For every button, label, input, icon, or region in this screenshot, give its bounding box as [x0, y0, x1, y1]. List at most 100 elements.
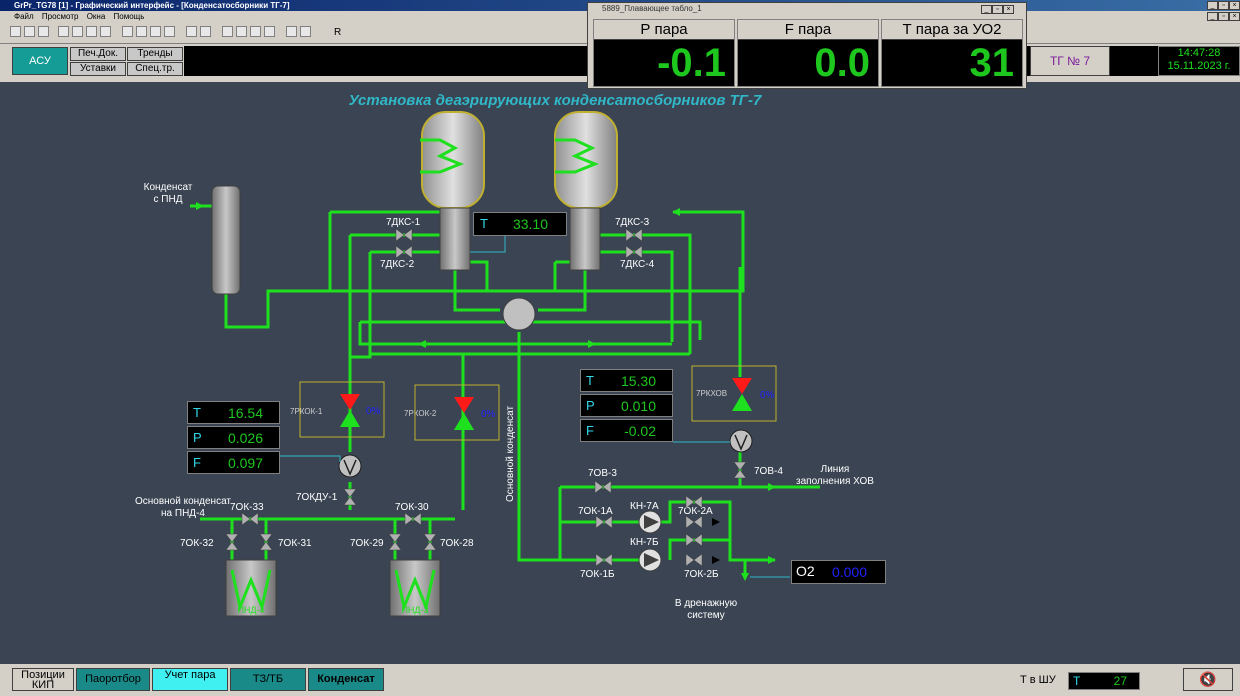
dks1-valve-icon[interactable]	[395, 228, 405, 242]
t-steam-label: Т пара за УО2	[882, 20, 1022, 40]
trends-button[interactable]: Тренды	[127, 47, 183, 61]
hand-icon[interactable]	[24, 26, 35, 37]
label-rkhov: 7РКХОВ	[696, 389, 727, 398]
magnifier-icon[interactable]	[38, 26, 49, 37]
help-icon[interactable]	[200, 26, 211, 37]
okdu1-valve-icon[interactable]	[343, 488, 357, 498]
r-button[interactable]: R	[334, 27, 342, 38]
bottom-nav-bar: Позиции КИП Паоротбор Учет пара ТЗ/ТБ Ко…	[0, 664, 1240, 696]
label-ok28: 7ОК-28	[440, 538, 474, 549]
label-dks1: 7ДКС-1	[386, 217, 421, 228]
zoom-in-icon[interactable]	[72, 26, 83, 37]
sound-mute-icon[interactable]: 🔇	[1183, 668, 1233, 691]
window-cascade-icon[interactable]	[250, 26, 261, 37]
asu-button[interactable]: АСУ	[12, 47, 68, 75]
label-ok30: 7ОК-30	[395, 502, 429, 513]
window-tile-icon[interactable]	[222, 26, 233, 37]
setpoints-button[interactable]: Уставки	[70, 62, 126, 76]
rkok2-percent: 0%	[481, 409, 496, 420]
rkok2-box	[414, 384, 500, 441]
minimize-icon[interactable]: _	[1207, 1, 1218, 10]
steam-accounting-button[interactable]: Учет пара	[152, 668, 228, 691]
child-close-icon[interactable]: ×	[1229, 12, 1240, 21]
ok29-valve-icon[interactable]	[388, 533, 402, 543]
kip-positions-button[interactable]: Позиции КИП	[12, 668, 74, 691]
close-icon[interactable]: ×	[1229, 1, 1240, 10]
menu-help[interactable]: Помощь	[113, 12, 145, 21]
child-restore-icon[interactable]: ▫	[1218, 12, 1229, 21]
left-f-row: F 0.097	[187, 451, 280, 474]
check-valve-b-icon	[712, 556, 720, 564]
restore-icon[interactable]: ▫	[1218, 1, 1229, 10]
back-arrow-icon[interactable]	[286, 26, 297, 37]
rkhov-valve-icon[interactable]	[732, 378, 752, 411]
child-minimize-icon[interactable]: _	[1207, 12, 1218, 21]
ok30-valve-icon[interactable]	[404, 512, 414, 526]
label-hov-line: Линия	[821, 464, 850, 475]
label-condensate: Конденсат	[144, 182, 193, 193]
window-arrange-icon[interactable]	[264, 26, 275, 37]
tz-tb-button[interactable]: ТЗ/ТБ	[230, 668, 306, 691]
ok28-valve-icon[interactable]	[423, 533, 437, 543]
special-trends-button[interactable]: Спец.тр.	[127, 62, 183, 76]
label-ok2a: 7ОК-2А	[678, 506, 713, 517]
left-p-row: P 0.026	[187, 426, 280, 449]
label-drain-2: систему	[687, 610, 725, 621]
pointer-icon[interactable]	[10, 26, 21, 37]
t-top-display: T 33.10	[473, 212, 567, 236]
menu-file[interactable]: Файл	[14, 12, 34, 21]
label-hov-line-2: заполнения ХОВ	[796, 476, 874, 487]
dks3-valve-icon[interactable]	[625, 228, 635, 242]
zoom-fit-icon[interactable]	[58, 26, 69, 37]
ok2b-valve-icon[interactable]	[685, 533, 695, 547]
rkok1-valve-icon[interactable]	[340, 394, 360, 427]
f-steam-label: F пара	[738, 20, 878, 40]
window-split-icon[interactable]	[236, 26, 247, 37]
menu-windows[interactable]: Окна	[86, 12, 106, 21]
label-ok31: 7ОК-31	[278, 538, 312, 549]
condensate-button[interactable]: Конденсат	[308, 668, 384, 691]
printer-icon[interactable]	[186, 26, 197, 37]
dks2-valve-icon[interactable]	[395, 245, 405, 259]
label-ok1b: 7ОК-1Б	[580, 569, 615, 580]
steam-extraction-button[interactable]: Паоротбор	[76, 668, 150, 691]
ok1a-valve-icon[interactable]	[595, 515, 605, 529]
label-rkok1: 7РКОК-1	[290, 407, 323, 416]
print-icon[interactable]	[122, 26, 133, 37]
print-docs-button[interactable]: Печ.Док.	[70, 47, 126, 61]
rkok1-box	[299, 381, 385, 438]
menu-view[interactable]: Просмотр	[41, 12, 79, 21]
label-rkok2: 7РКОК-2	[404, 409, 437, 418]
label-ok2b: 7ОК-2Б	[684, 569, 719, 580]
label-main-cond-pnd4: Основной конденсат	[135, 496, 231, 507]
ok31-valve-icon[interactable]	[259, 533, 273, 543]
dks4-valve-icon[interactable]	[625, 245, 635, 259]
ok32-valve-icon[interactable]	[225, 533, 239, 543]
grid-icon[interactable]	[150, 26, 161, 37]
label-main-cond-vertical: Основной конденсат	[505, 406, 516, 502]
p-steam-panel: Р пара -0.1	[593, 19, 735, 87]
right-t-row: T 15.30	[580, 369, 673, 392]
forward-arrow-icon[interactable]	[300, 26, 311, 37]
p-steam-label: Р пара	[594, 20, 734, 40]
ok1b-valve-icon[interactable]	[595, 553, 605, 567]
t-shu-display: T 27	[1068, 672, 1140, 690]
coil-icon-1	[420, 138, 465, 174]
float-close-icon[interactable]: ×	[1003, 5, 1014, 14]
zoom-out-icon[interactable]	[86, 26, 97, 37]
ov4-valve-icon[interactable]	[733, 461, 747, 471]
float-minimize-icon[interactable]: _	[981, 5, 992, 14]
right-measure-block: T 15.30 P 0.010 F -0.02	[580, 369, 673, 443]
tank-1-neck	[439, 207, 471, 271]
label-dks4: 7ДКС-4	[620, 259, 655, 270]
ok2a-valve-icon[interactable]	[685, 495, 695, 509]
clock: 14:47:28 15.11.2023 г.	[1158, 46, 1240, 76]
label-from-pnd: с ПНД	[154, 194, 183, 205]
binoculars-icon[interactable]	[136, 26, 147, 37]
table-icon[interactable]	[164, 26, 175, 37]
float-restore-icon[interactable]: ▫	[992, 5, 1003, 14]
rkok2-valve-icon[interactable]	[454, 397, 474, 430]
ok33-valve-icon[interactable]	[241, 512, 251, 526]
zoom-icon[interactable]	[100, 26, 111, 37]
ov3-valve-icon[interactable]	[594, 480, 604, 494]
